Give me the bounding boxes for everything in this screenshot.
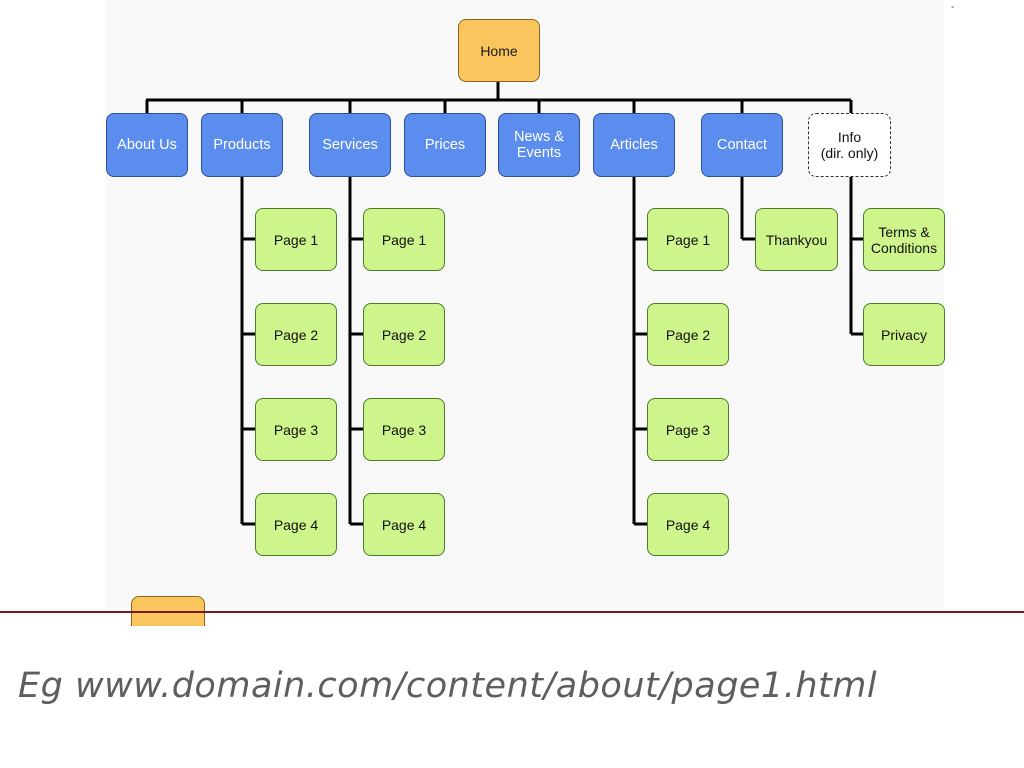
node-prices: Prices: [404, 113, 486, 177]
node-articles-page-2: Page 2: [647, 303, 729, 366]
node-services: Services: [309, 113, 391, 177]
node-articles-page-1: Page 1: [647, 208, 729, 271]
node-contact-thankyou: Thankyou: [755, 208, 838, 271]
node-products-page-4: Page 4: [255, 493, 337, 556]
divider-rule: [0, 611, 1024, 613]
node-contact: Contact: [701, 113, 783, 177]
node-services-page-4: Page 4: [363, 493, 445, 556]
node-services-page-2: Page 2: [363, 303, 445, 366]
node-articles-page-4: Page 4: [647, 493, 729, 556]
node-products: Products: [201, 113, 283, 177]
url-example-caption: Eg www.domain.com/content/about/page1.ht…: [18, 666, 878, 706]
node-products-page-2: Page 2: [255, 303, 337, 366]
node-articles-page-3: Page 3: [647, 398, 729, 461]
node-info: Info (dir. only): [808, 113, 891, 177]
node-products-page-3: Page 3: [255, 398, 337, 461]
node-info-privacy: Privacy: [863, 303, 945, 366]
node-services-page-1: Page 1: [363, 208, 445, 271]
node-info-terms: Terms & Conditions: [863, 208, 945, 271]
node-products-page-1: Page 1: [255, 208, 337, 271]
node-home: Home: [458, 19, 540, 82]
node-about-us: About Us: [106, 113, 188, 177]
node-news-events: News & Events: [498, 113, 580, 177]
corner-mark: -: [951, 2, 955, 13]
node-articles: Articles: [593, 113, 675, 177]
node-services-page-3: Page 3: [363, 398, 445, 461]
